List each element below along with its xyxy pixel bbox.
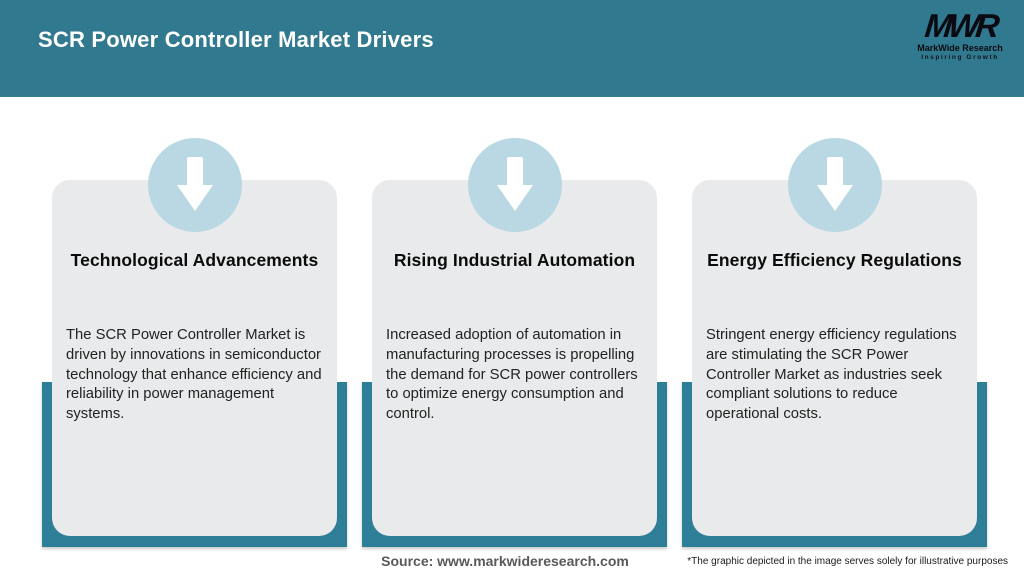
card-description: The SCR Power Controller Market is drive… bbox=[66, 327, 322, 423]
down-arrow-icon bbox=[788, 138, 882, 232]
markwide-research-logo: MWR MarkWide Research Inspiring Growth bbox=[910, 7, 1010, 62]
page-title: SCR Power Controller Market Drivers bbox=[38, 27, 434, 52]
driver-card-rising-industrial-automation: Rising Industrial Automation Increased a… bbox=[372, 180, 657, 536]
driver-card-technological-advancements: Technological Advancements The SCR Power… bbox=[52, 180, 337, 536]
logo-name: MarkWide Research bbox=[917, 43, 1003, 53]
disclaimer-text: *The graphic depicted in the image serve… bbox=[687, 556, 1008, 567]
down-arrow-icon bbox=[148, 138, 242, 232]
card-title: Rising Industrial Automation bbox=[393, 250, 636, 270]
logo-acronym: MWR bbox=[922, 7, 998, 44]
header-bar: SCR Power Controller Market Drivers MWR … bbox=[0, 0, 1024, 97]
driver-card-energy-efficiency-regulations: Energy Efficiency Regulations Stringent … bbox=[692, 180, 977, 536]
down-arrow-icon bbox=[468, 138, 562, 232]
source-text: Source: www.markwideresearch.com bbox=[381, 553, 629, 569]
card-description: Stringent energy efficiency regulations … bbox=[706, 327, 957, 423]
logo-tagline: Inspiring Growth bbox=[921, 54, 999, 61]
card-title: Technological Advancements bbox=[70, 250, 319, 270]
card-description: Increased adoption of automation in manu… bbox=[386, 327, 638, 423]
card-title: Energy Efficiency Regulations bbox=[707, 250, 962, 270]
